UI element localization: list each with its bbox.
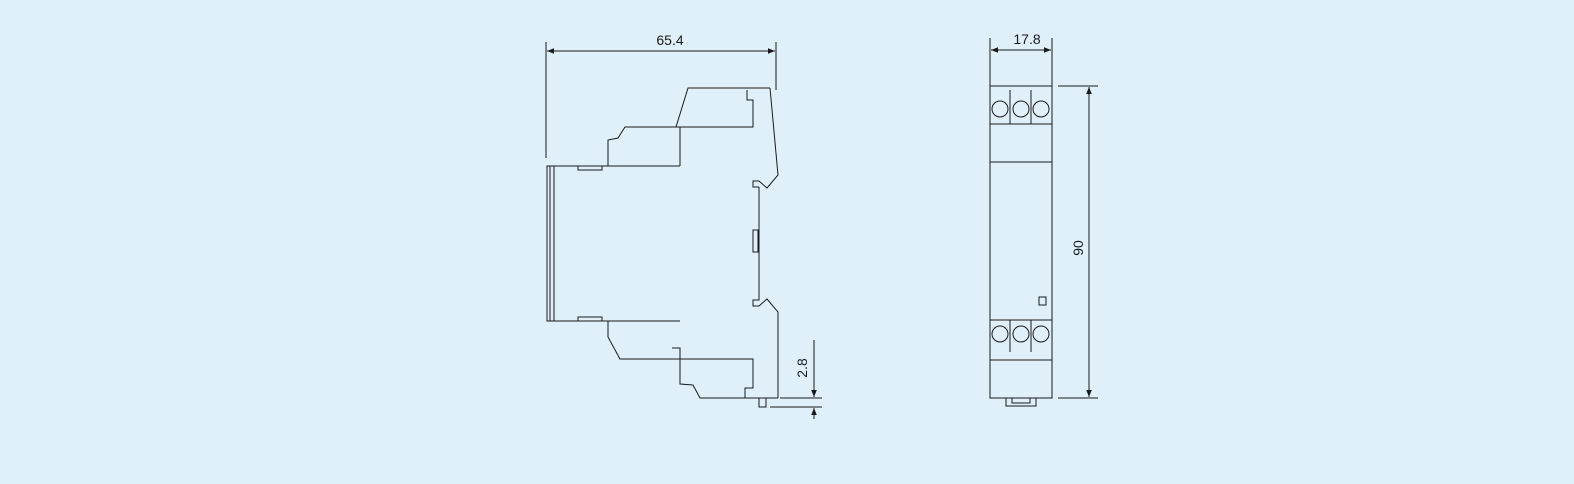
- screw-terminal-icon: [991, 100, 1009, 118]
- din-rail-back-plate: [752, 87, 779, 398]
- clip-offset-label: 2.8: [794, 358, 810, 378]
- front-housing: [989, 85, 1053, 399]
- indicator-led-icon: [1038, 296, 1047, 306]
- side-width-label: 65.4: [656, 32, 683, 48]
- din-clip-tab: [1005, 398, 1037, 407]
- front-width-label: 17.8: [1013, 31, 1040, 47]
- screw-terminal-icon: [1032, 325, 1050, 343]
- screw-terminal-icon: [991, 325, 1009, 343]
- clip-offset-dimension: 2.8: [770, 340, 822, 419]
- screw-terminal-icon: [1012, 325, 1030, 343]
- screw-terminal-icon: [1032, 100, 1050, 118]
- side-view: 65.4: [545, 32, 822, 419]
- front-width-dimension: 17.8: [989, 31, 1053, 86]
- top-screw-terminals: [991, 90, 1050, 124]
- screw-terminal-icon: [1012, 100, 1030, 118]
- side-width-dimension: 65.4: [545, 32, 777, 158]
- front-view: 17.8: [989, 31, 1098, 407]
- front-height-label: 90: [1070, 240, 1086, 256]
- front-panel: [546, 165, 555, 322]
- bottom-terminal-block: [607, 321, 778, 408]
- top-terminal-block: [607, 87, 770, 166]
- front-height-dimension: 90: [1058, 85, 1098, 399]
- housing-body: [554, 165, 680, 322]
- bottom-screw-terminals: [991, 320, 1050, 352]
